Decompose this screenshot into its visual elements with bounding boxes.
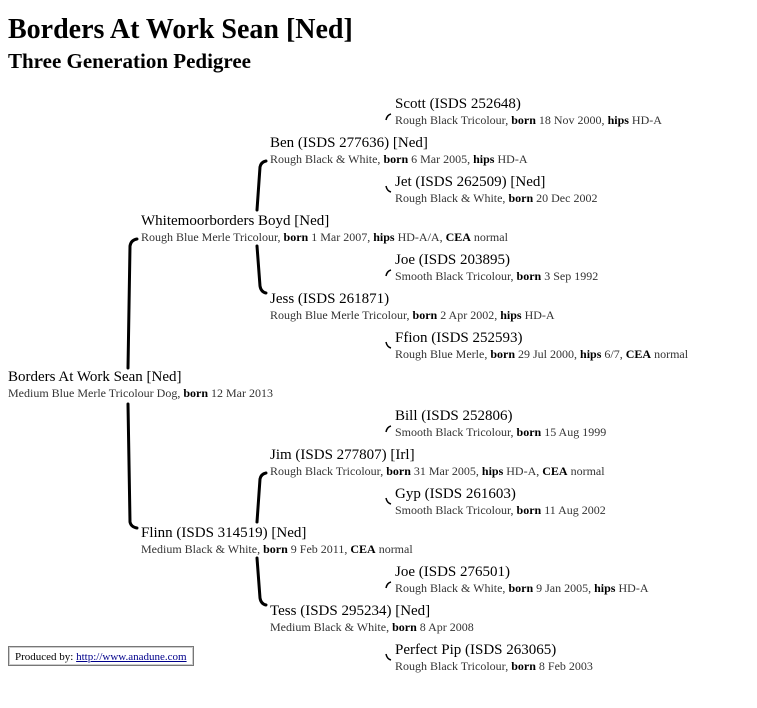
- dog-info: Smooth Black Tricolour, born 3 Sep 1992: [395, 269, 599, 283]
- dog-ddd: Perfect Pip (ISDS 263065) Rough Black Tr…: [395, 641, 593, 673]
- dog-name: Jim (ISDS 277807) [Irl]: [270, 447, 415, 463]
- dog-info: Rough Black & White, born 20 Dec 2002: [395, 191, 598, 205]
- dog-info: Medium Black & White, born 8 Apr 2008: [270, 620, 474, 634]
- dog-name: Joe (ISDS 203895): [395, 252, 510, 268]
- dog-sire: Whitemoorborders Boyd [Ned] Rough Blue M…: [141, 212, 508, 244]
- produced-by-label: Produced by:: [15, 651, 74, 663]
- dog-info: Medium Blue Merle Tricolour Dog, born 12…: [8, 386, 274, 400]
- dog-name: Scott (ISDS 252648): [395, 96, 521, 112]
- dog-dd: Tess (ISDS 295234) [Ned] Medium Black & …: [270, 602, 474, 634]
- dog-info: Rough Blue Merle, born 29 Jul 2000, hips…: [395, 347, 689, 361]
- dog-ds: Jim (ISDS 277807) [Irl] Rough Black Tric…: [270, 446, 605, 478]
- dog-name: Gyp (ISDS 261603): [395, 486, 516, 502]
- dog-info: Medium Black & White, born 9 Feb 2011, C…: [141, 542, 413, 556]
- dog-dam: Flinn (ISDS 314519) [Ned] Medium Black &…: [141, 524, 413, 556]
- dog-dds: Joe (ISDS 276501) Rough Black & White, b…: [395, 563, 648, 595]
- dog-name: Jet (ISDS 262509) [Ned]: [395, 174, 546, 190]
- dog-info: Rough Black & White, born 6 Mar 2005, hi…: [270, 152, 528, 166]
- dog-name: Jess (ISDS 261871): [270, 291, 390, 307]
- dog-sds: Joe (ISDS 203895) Smooth Black Tricolour…: [395, 251, 598, 283]
- dog-name: Perfect Pip (ISDS 263065): [395, 642, 557, 658]
- dog-name: Ffion (ISDS 252593): [395, 330, 523, 346]
- dog-info: Rough Blue Merle Tricolour, born 2 Apr 2…: [270, 308, 555, 322]
- dog-info: Rough Blue Merle Tricolour, born 1 Mar 2…: [141, 230, 508, 244]
- dog-info: Smooth Black Tricolour, born 15 Aug 1999: [395, 425, 607, 439]
- dog-info: Rough Black & White, born 9 Jan 2005, hi…: [395, 581, 649, 595]
- dog-ssd: Jet (ISDS 262509) [Ned] Rough Black & Wh…: [395, 173, 597, 205]
- dog-name: Bill (ISDS 252806): [395, 408, 513, 424]
- page-title: Borders At Work Sean [Ned]: [8, 14, 353, 45]
- dog-ss: Ben (ISDS 277636) [Ned] Rough Black & Wh…: [270, 134, 527, 166]
- dog-subject: Borders At Work Sean [Ned] Medium Blue M…: [8, 368, 273, 400]
- dog-name: Joe (ISDS 276501): [395, 564, 510, 580]
- dog-info: Smooth Black Tricolour, born 11 Aug 2002: [395, 503, 606, 517]
- page-subtitle: Three Generation Pedigree: [8, 49, 251, 73]
- dog-name: Whitemoorborders Boyd [Ned]: [141, 213, 330, 229]
- dog-name: Flinn (ISDS 314519) [Ned]: [141, 525, 307, 541]
- dog-name: Borders At Work Sean [Ned]: [8, 369, 182, 385]
- dog-name: Tess (ISDS 295234) [Ned]: [270, 603, 431, 619]
- dog-name: Ben (ISDS 277636) [Ned]: [270, 135, 428, 151]
- dog-sss: Scott (ISDS 252648) Rough Black Tricolou…: [395, 95, 662, 127]
- dog-sd: Jess (ISDS 261871) Rough Blue Merle Tric…: [270, 290, 555, 322]
- dog-info: Rough Black Tricolour, born 31 Mar 2005,…: [270, 464, 605, 478]
- dog-sdd: Ffion (ISDS 252593) Rough Blue Merle, bo…: [395, 329, 688, 361]
- dog-dsd: Gyp (ISDS 261603) Smooth Black Tricolour…: [395, 485, 606, 517]
- dog-info: Rough Black Tricolour, born 18 Nov 2000,…: [395, 113, 662, 127]
- dog-info: Rough Black Tricolour, born 8 Feb 2003: [395, 659, 593, 673]
- produced-by-box: Produced by: http://www.anadune.com: [8, 646, 194, 666]
- dog-dss: Bill (ISDS 252806) Smooth Black Tricolou…: [395, 407, 606, 439]
- anadune-link[interactable]: http://www.anadune.com: [76, 651, 187, 663]
